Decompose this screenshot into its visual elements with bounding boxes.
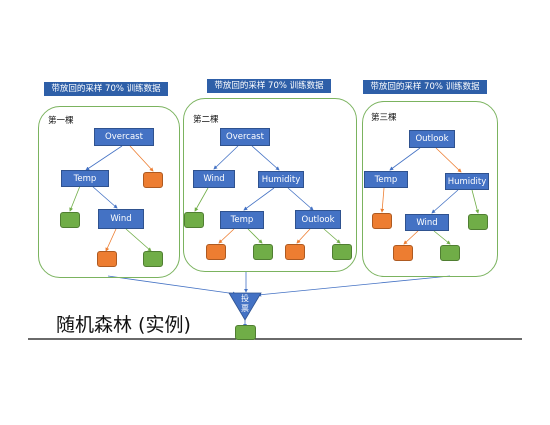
tree1-leaf-green (143, 251, 163, 267)
tree3-wind-node: Wind (405, 214, 449, 231)
tree-panel-3 (362, 101, 498, 277)
tree2-leaf-green (184, 212, 204, 228)
tree2-outlook-node: Outlook (295, 210, 341, 229)
tree2-humidity-node: Humidity (258, 171, 304, 188)
vote-triangle (228, 292, 262, 321)
tree2-root-node: Overcast (220, 128, 270, 146)
vote-label: 投票 (241, 294, 249, 313)
tree-panel-1 (38, 106, 180, 278)
tree3-leaf-green (468, 214, 488, 230)
tree3-root-node: Outlook (409, 130, 455, 148)
tree-label-1: 第一棵 (48, 116, 74, 126)
tree2-leaf-orange (285, 244, 305, 260)
tree3-leaf-orange (372, 213, 392, 229)
tree1-temp-node: Temp (61, 170, 109, 187)
tree3-humidity-node: Humidity (445, 173, 489, 190)
tree2-leaf-green (253, 244, 273, 260)
final-result-leaf (235, 325, 256, 340)
tree1-root-node: Overcast (94, 128, 154, 146)
sample-tag-2: 带放回的采样 70% 训练数据 (207, 79, 331, 93)
tree1-leaf-orange (143, 172, 163, 188)
sample-tag-3: 带放回的采样 70% 训练数据 (363, 80, 487, 94)
tree-panel-2 (183, 98, 357, 272)
page-title: 随机森林 (实例) (56, 314, 191, 336)
tree-label-3: 第三棵 (371, 113, 397, 123)
tree-label-2: 第二棵 (193, 115, 219, 125)
tree1-wind-node: Wind (98, 209, 144, 229)
tree1-leaf-orange (97, 251, 117, 267)
tree2-leaf-orange (206, 244, 226, 260)
tree3-leaf-orange (393, 245, 413, 261)
tree2-leaf-green (332, 244, 352, 260)
tree2-temp-node: Temp (220, 211, 264, 229)
tree3-temp-node: Temp (364, 171, 408, 188)
tree3-leaf-green (440, 245, 460, 261)
sample-tag-1: 带放回的采样 70% 训练数据 (44, 82, 168, 96)
tree2-wind-node: Wind (193, 170, 235, 188)
tree1-leaf-green (60, 212, 80, 228)
